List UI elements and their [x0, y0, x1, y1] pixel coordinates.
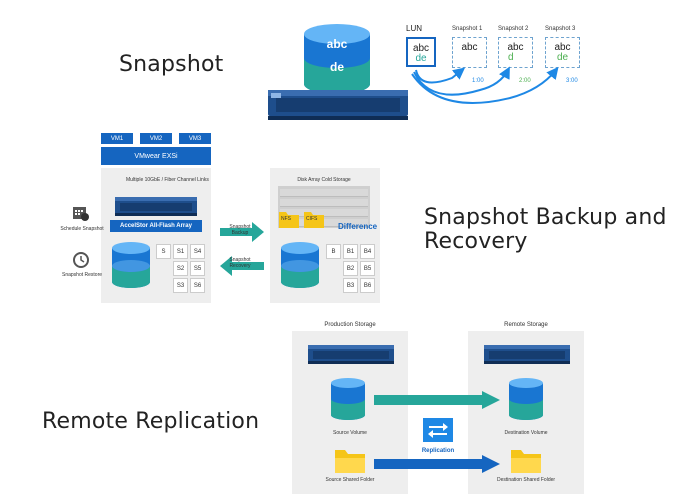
vm3-label: VM3 — [188, 135, 202, 142]
backup-recovery-arrows — [220, 222, 264, 276]
vm2-box: VM2 — [140, 133, 172, 144]
snapshot3-box: abc de — [545, 37, 580, 68]
vmware-bar: VMwear EXSi — [101, 147, 211, 165]
cifs-label: CIFS — [306, 216, 318, 222]
difference-label: Difference — [338, 222, 378, 231]
backup-arrow-label: Snapshot Backup — [229, 224, 251, 236]
folder-replication-arrow — [374, 455, 500, 473]
database-cylinder-icon — [304, 24, 370, 94]
cylinder-text-bottom: de — [329, 60, 344, 74]
snapshot-arrows — [411, 66, 559, 104]
left-cell: S4 — [190, 244, 205, 259]
snapshot1-title: Snapshot 1 — [452, 26, 483, 32]
snapshot2-line2: d — [508, 52, 514, 63]
vm2-label: VM2 — [149, 135, 163, 142]
all-flash-server-icon — [115, 197, 197, 216]
destination-volume-label: Destination Volume — [504, 430, 548, 436]
snapshot3-title: Snapshot 3 — [545, 26, 576, 32]
cold-cylinder-icon — [281, 242, 319, 288]
destination-volume-icon — [509, 378, 543, 420]
snapshot2-line1: abc — [507, 42, 524, 53]
calendar-clock-icon — [73, 207, 89, 221]
array-label: AccelStor All-Flash Array — [120, 223, 192, 229]
nfs-folder-icon — [279, 212, 299, 228]
flash-cylinder-icon — [112, 242, 150, 288]
left-cell: S2 — [173, 261, 188, 276]
links-label: Multiple 10GbE / Fiber Channel Links — [126, 177, 209, 183]
replication-switch-icon — [423, 418, 453, 442]
right-cell: B — [326, 244, 341, 259]
right-cell: B1 — [343, 244, 358, 259]
volume-replication-arrow — [374, 391, 500, 409]
vm3-box: VM3 — [179, 133, 211, 144]
replication-title: Remote Replication — [42, 409, 260, 434]
cifs-folder-icon — [304, 212, 324, 228]
source-volume-label: Source Volume — [333, 430, 367, 436]
snapshot-title: Snapshot — [119, 52, 224, 77]
snapshot2-box: abc d — [498, 37, 533, 68]
backup-title: Snapshot Backup and Recovery — [424, 205, 667, 255]
left-cell: S5 — [190, 261, 205, 276]
production-server-icon — [308, 345, 394, 364]
snapshot3-line1: abc — [554, 42, 571, 53]
snapshot1-line1: abc — [461, 42, 478, 53]
lun-title: LUN — [406, 24, 423, 33]
snapshot2-title: Snapshot 2 — [498, 26, 529, 32]
right-cell: B2 — [343, 261, 358, 276]
lun-line1: abc — [412, 43, 430, 54]
nfs-label: NFS — [281, 216, 291, 222]
right-cell: B5 — [360, 261, 375, 276]
restore-label: Snapshot Restore — [61, 272, 103, 278]
left-cell: S1 — [173, 244, 188, 259]
storage-server-icon — [268, 90, 408, 120]
vmware-label: VMwear EXSi — [134, 152, 178, 160]
right-cell: B6 — [360, 278, 375, 293]
production-label: Production Storage — [324, 322, 376, 328]
cold-storage-label: Disk Array Cold Storage — [297, 177, 351, 183]
snapshot1-box: abc — [452, 37, 487, 68]
snapshot3-line2: de — [556, 52, 569, 63]
left-cell: S3 — [173, 278, 188, 293]
source-folder-label: Source Shared Folder — [325, 477, 375, 483]
left-cell: S6 — [190, 278, 205, 293]
right-cell: B3 — [343, 278, 358, 293]
left-cell: S — [156, 244, 171, 259]
right-cell: B4 — [360, 244, 375, 259]
snapshot2-time: 2:00 — [519, 78, 531, 84]
lun-box: abc de — [406, 37, 436, 67]
array-label-bar: AccelStor All-Flash Array — [110, 220, 202, 232]
cylinder-text-top: abc — [326, 37, 348, 51]
lun-line2: de — [415, 53, 427, 64]
snapshot3-time: 3:00 — [566, 78, 578, 84]
recovery-arrow-label: Snapshot Recovery — [229, 257, 251, 269]
vm1-box: VM1 — [101, 133, 133, 144]
vm1-label: VM1 — [110, 135, 124, 142]
destination-folder-icon — [511, 450, 541, 473]
source-folder-icon — [335, 450, 365, 473]
snapshot1-time: 1:00 — [472, 78, 484, 84]
remote-server-icon — [484, 345, 570, 364]
source-volume-icon — [331, 378, 365, 420]
schedule-label: Schedule Snapshot — [60, 226, 104, 232]
destination-folder-label: Destination Shared Folder — [496, 477, 556, 483]
restore-clock-icon — [73, 252, 89, 268]
remote-label: Remote Storage — [504, 322, 548, 328]
replication-label: Replication — [421, 448, 455, 454]
